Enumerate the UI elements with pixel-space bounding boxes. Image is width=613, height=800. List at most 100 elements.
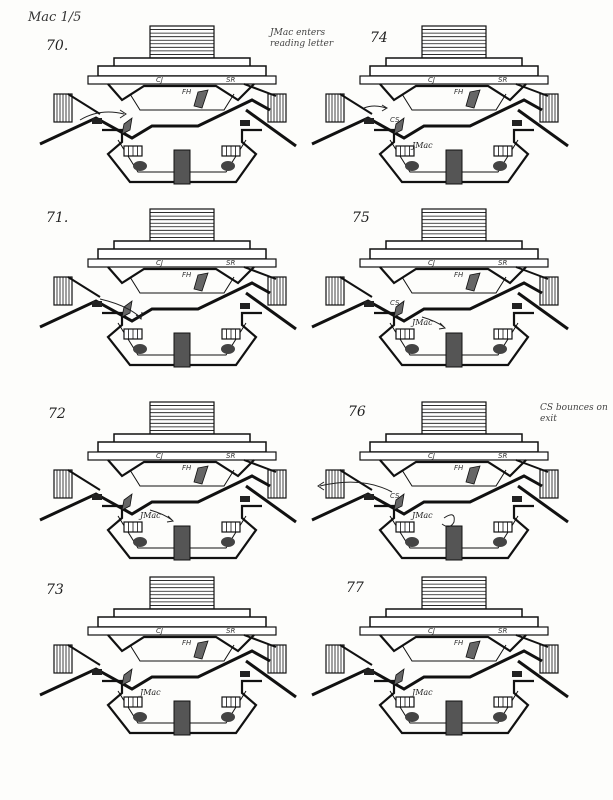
stage-left-steps: [53, 276, 73, 306]
stage-left-steps: [53, 469, 73, 499]
label-cs: CS: [390, 299, 400, 307]
label-sr: SR: [498, 627, 507, 635]
upstage-rail: [379, 634, 527, 653]
pit-steps: [395, 696, 415, 708]
small-block: [512, 120, 522, 126]
stool: [493, 537, 507, 547]
mid-platform: [369, 441, 539, 453]
note-line: exit: [540, 414, 557, 424]
upstage-rail: [107, 634, 255, 653]
note-line: reading letter: [270, 39, 334, 49]
stool: [133, 537, 147, 547]
lower-platform: [359, 75, 549, 85]
stage-left-rail: [339, 276, 373, 298]
stage-right-steps: [539, 469, 559, 499]
stage-right-steps: [539, 644, 559, 674]
centre-table: [445, 149, 463, 185]
stage-right-rail: [243, 83, 277, 97]
note-cs-bounces: CS bounces on exit: [540, 403, 608, 425]
stool: [405, 712, 419, 722]
stage-right-rail: [515, 266, 549, 280]
panel-number: 72: [48, 406, 66, 422]
small-block: [512, 671, 522, 677]
mid-platform: [97, 441, 267, 453]
downstage-right-ramp: [245, 291, 297, 331]
label-jmac: JMac: [138, 688, 161, 697]
stage-right-rail: [243, 459, 277, 473]
stage-left-steps: [53, 644, 73, 674]
upstage-steps: [149, 401, 215, 435]
pit-steps: [395, 521, 415, 533]
stool: [221, 161, 235, 171]
inner-platform-edge: [401, 93, 507, 111]
prop-piece: [121, 668, 133, 686]
small-block: [240, 120, 250, 126]
prop-piece: [393, 668, 405, 686]
lower-platform: [87, 258, 277, 268]
downstage-right-ramp: [517, 108, 569, 148]
prop-piece: [465, 89, 481, 109]
label-cs: CS: [390, 116, 400, 124]
label-fh: FH: [454, 464, 464, 472]
arrowhead: [438, 322, 447, 330]
downstage-right-ramp: [245, 108, 297, 148]
stage-right-rail: [515, 83, 549, 97]
mid-platform: [369, 248, 539, 260]
arrowhead: [381, 104, 388, 112]
label-sr: SR: [226, 259, 235, 267]
prop-piece: [393, 300, 405, 318]
mid-platform: [369, 65, 539, 77]
prop-piece: [193, 272, 209, 292]
label-jmac: JMac: [410, 688, 433, 697]
pit-steps: [493, 328, 513, 340]
pit-steps: [123, 328, 143, 340]
stage-left-rail: [67, 644, 101, 666]
small-block: [364, 494, 374, 500]
ramp-walkway: [39, 98, 271, 146]
prop-piece: [121, 493, 133, 511]
upstage-rail: [107, 83, 255, 102]
centre-table: [173, 525, 191, 561]
upstage-steps: [421, 25, 487, 59]
stage-left-steps: [325, 276, 345, 306]
stage-left-steps: [325, 644, 345, 674]
prop-piece: [393, 117, 405, 135]
arrowhead: [166, 515, 175, 523]
stage-right-steps: [267, 93, 287, 123]
pit-steps: [221, 696, 241, 708]
small-block: [364, 669, 374, 675]
small-block: [364, 301, 374, 307]
stool: [221, 344, 235, 354]
label-fh: FH: [182, 88, 192, 96]
pit-steps: [395, 328, 415, 340]
mid-platform: [97, 616, 267, 628]
upstage-steps: [421, 576, 487, 610]
upstage-rail: [107, 266, 255, 285]
stage-right-steps: [267, 644, 287, 674]
centre-table: [445, 332, 463, 368]
downstage-right-ramp: [517, 659, 569, 699]
upstage-steps: [421, 401, 487, 435]
small-block: [92, 301, 102, 307]
stool: [405, 344, 419, 354]
panel-number: 76: [348, 404, 366, 420]
small-block: [512, 496, 522, 502]
inner-platform-edge: [129, 644, 235, 662]
movement-arrow: [319, 481, 393, 493]
label-jmac: JMac: [410, 318, 433, 327]
ramp-walkway: [311, 98, 543, 146]
label-cj: CJ: [156, 76, 163, 84]
stool: [493, 161, 507, 171]
centre-table: [173, 332, 191, 368]
label-sr: SR: [226, 627, 235, 635]
centre-table: [173, 700, 191, 736]
label-fh: FH: [182, 639, 192, 647]
stool: [133, 161, 147, 171]
